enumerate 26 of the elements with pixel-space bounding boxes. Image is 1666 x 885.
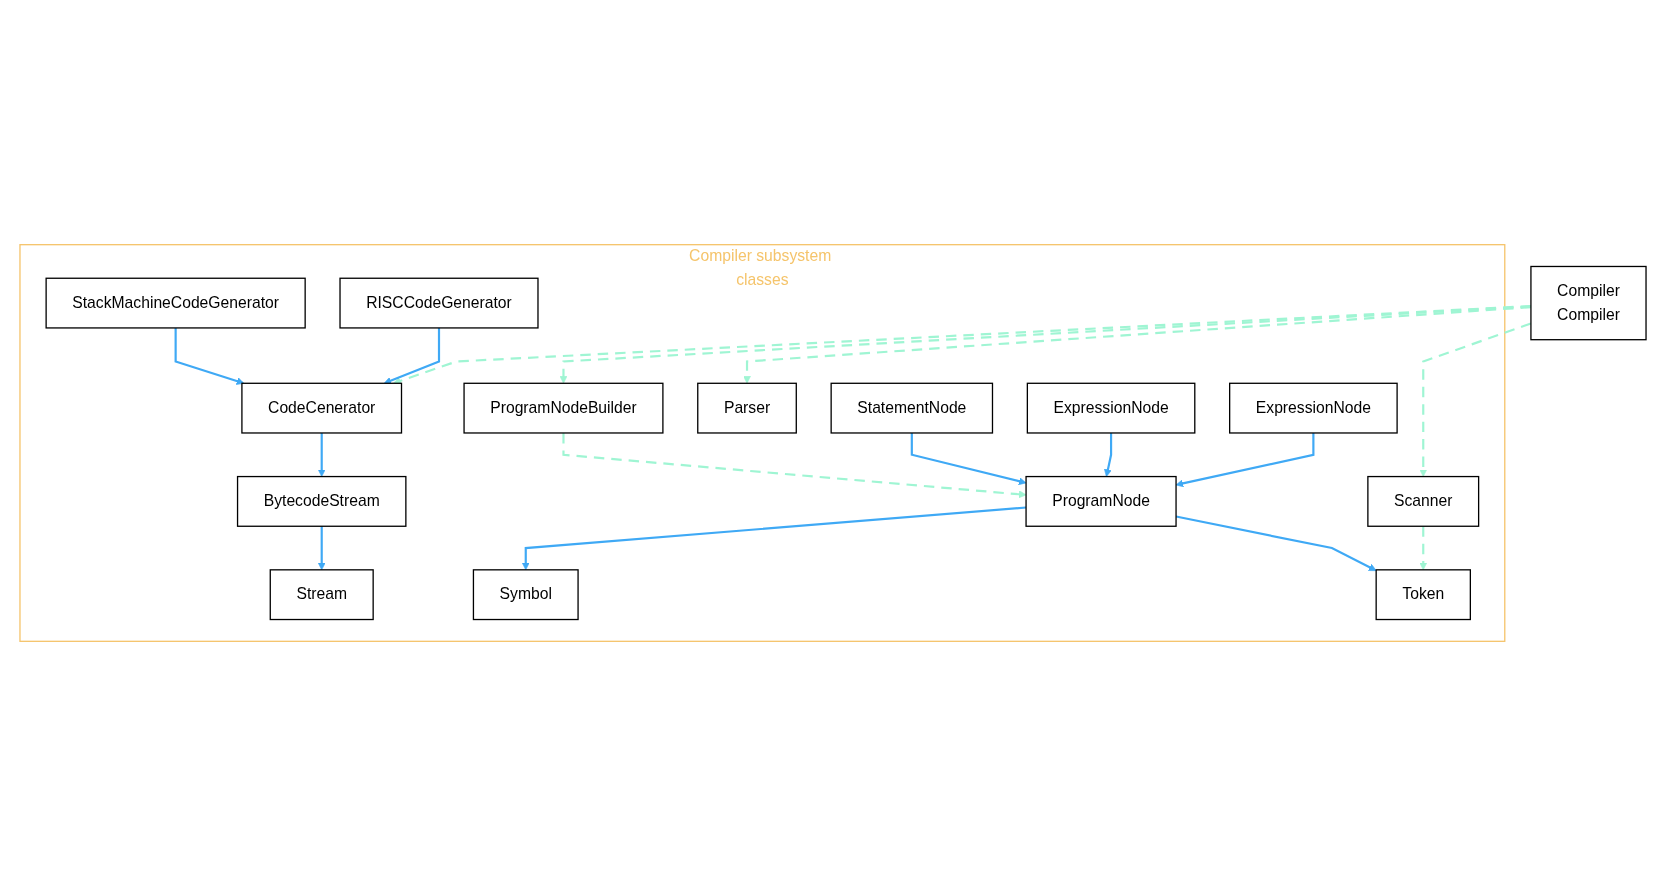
- node-box: ProgramNode: [1025, 475, 1177, 527]
- node-box: Scanner: [1367, 475, 1480, 527]
- node-box: Token: [1375, 568, 1471, 620]
- arrow: [393, 304, 1531, 385]
- arrow: [383, 327, 441, 384]
- arrow: [910, 432, 1027, 485]
- node-box: Symbol: [472, 568, 579, 620]
- arrow: [1104, 432, 1113, 477]
- arrow: [317, 432, 326, 477]
- node-box: Stream: [269, 568, 374, 620]
- arrow: [559, 304, 1531, 384]
- node-box: ExpressionNode: [1026, 382, 1196, 434]
- node-box: CodeCenerator: [241, 382, 403, 434]
- arrow: [174, 327, 245, 385]
- node-box: ProgramNodeBuilder: [463, 382, 664, 434]
- node-box: StackMachineCodeGenerator: [45, 277, 306, 329]
- arrow: [562, 432, 1027, 498]
- node-box: StatementNode: [830, 382, 994, 434]
- arrow: [317, 525, 326, 570]
- arrow: [1419, 525, 1428, 570]
- node-box: BytecodeStream: [236, 475, 407, 527]
- node-box: RISCCodeGenerator: [339, 277, 539, 329]
- arrow: [521, 505, 1027, 570]
- node-box: ExpressionNode: [1229, 382, 1398, 434]
- node-box: Parser: [697, 382, 797, 434]
- node-box: Compiler Compiler: [1530, 265, 1647, 340]
